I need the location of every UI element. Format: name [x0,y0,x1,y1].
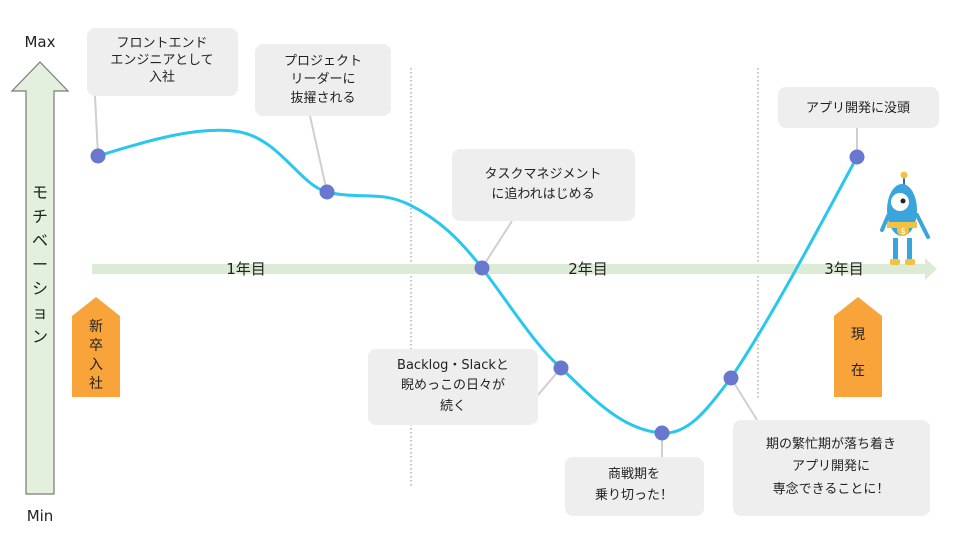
callout-connectors [94,95,858,457]
callout-3: タスクマネジメント に追われはじめる [452,149,635,221]
now-char: 在 [851,363,865,379]
vertical-char: シ [32,279,48,298]
timeline-arrow [92,258,937,280]
callout-line: 抜擢される [290,90,355,106]
vertical-char: ョ [32,303,48,322]
motivation-vertical-label: モ チ ベ ー シ ョ ン [32,183,48,346]
callout-line: 乗り切った！ [595,488,673,503]
curve-point [553,360,569,376]
curve-point [319,184,335,200]
callout-6: 期の繁忙期が落ち着き アプリ開発に 専念できることに！ [733,420,930,516]
connector [94,95,99,157]
robot-mascot-icon: $ [880,171,930,265]
curve-point [723,370,739,386]
callout-line: エンジニアとして [110,53,213,68]
vertical-char: モ [32,183,48,202]
callout-line: 専念できることに！ [773,481,890,497]
connector [309,115,328,193]
milestone-label: 1年目 [226,260,266,278]
vertical-char: ー [32,255,48,274]
vertical-char: チ [32,207,48,226]
callout-line: プロジェクト [284,54,362,69]
curve-points [90,148,865,441]
start-char: 卒 [89,338,103,354]
milestone-label: 3年目 [824,260,864,278]
curve-point [90,148,106,164]
vertical-char: ベ [32,231,48,250]
callout-4: Backlog・Slackと 睨めっこの日々が 続く [368,349,538,425]
callout-line: 続く [440,399,466,414]
start-badge: 新 卒 入 社 [72,297,120,397]
callout-line: 入社 [149,69,175,85]
now-badge: 現 在 [834,297,882,397]
motivation-axis: Max Min モ チ ベ ー シ ョ ン [10,33,70,525]
curve-point [654,425,670,441]
now-char: 現 [851,327,865,343]
timeline: 1年目 2年目 3年目 [92,258,937,280]
milestone-label: 2年目 [568,260,608,278]
callout-line: Backlog・Slackと [397,358,509,373]
callout-line: リーダーに [290,72,355,87]
callout-line: 期の繁忙期が落ち着き [766,436,896,452]
callout-line: アプリ開発に没頭 [806,101,910,116]
callout-line: フロントエンド [116,36,207,51]
callout-line: に追われはじめる [491,186,594,202]
callout-line: アプリ開発に [792,459,870,474]
callout-5: 商戦期を 乗り切った！ [565,457,704,516]
callout-7: アプリ開発に没頭 [778,87,939,128]
callout-1: フロントエンド エンジニアとして 入社 [87,28,238,96]
start-char: 入 [89,357,103,373]
svg-text:$: $ [900,227,906,237]
callout-line: タスクマネジメント [484,167,601,182]
curve-point [849,149,865,165]
callout-2: プロジェクト リーダーに 抜擢される [255,44,391,116]
axis-min-label: Min [27,507,54,525]
start-char: 新 [89,319,103,335]
connector [481,220,513,269]
connector [730,377,758,421]
motivation-arrow [10,61,70,495]
axis-max-label: Max [24,33,55,51]
callout-line: 睨めっこの日々が [401,378,505,393]
vertical-char: ン [32,327,48,346]
callout-line: 商戦期を [608,467,660,482]
curve-point [474,260,490,276]
start-char: 社 [89,376,103,392]
